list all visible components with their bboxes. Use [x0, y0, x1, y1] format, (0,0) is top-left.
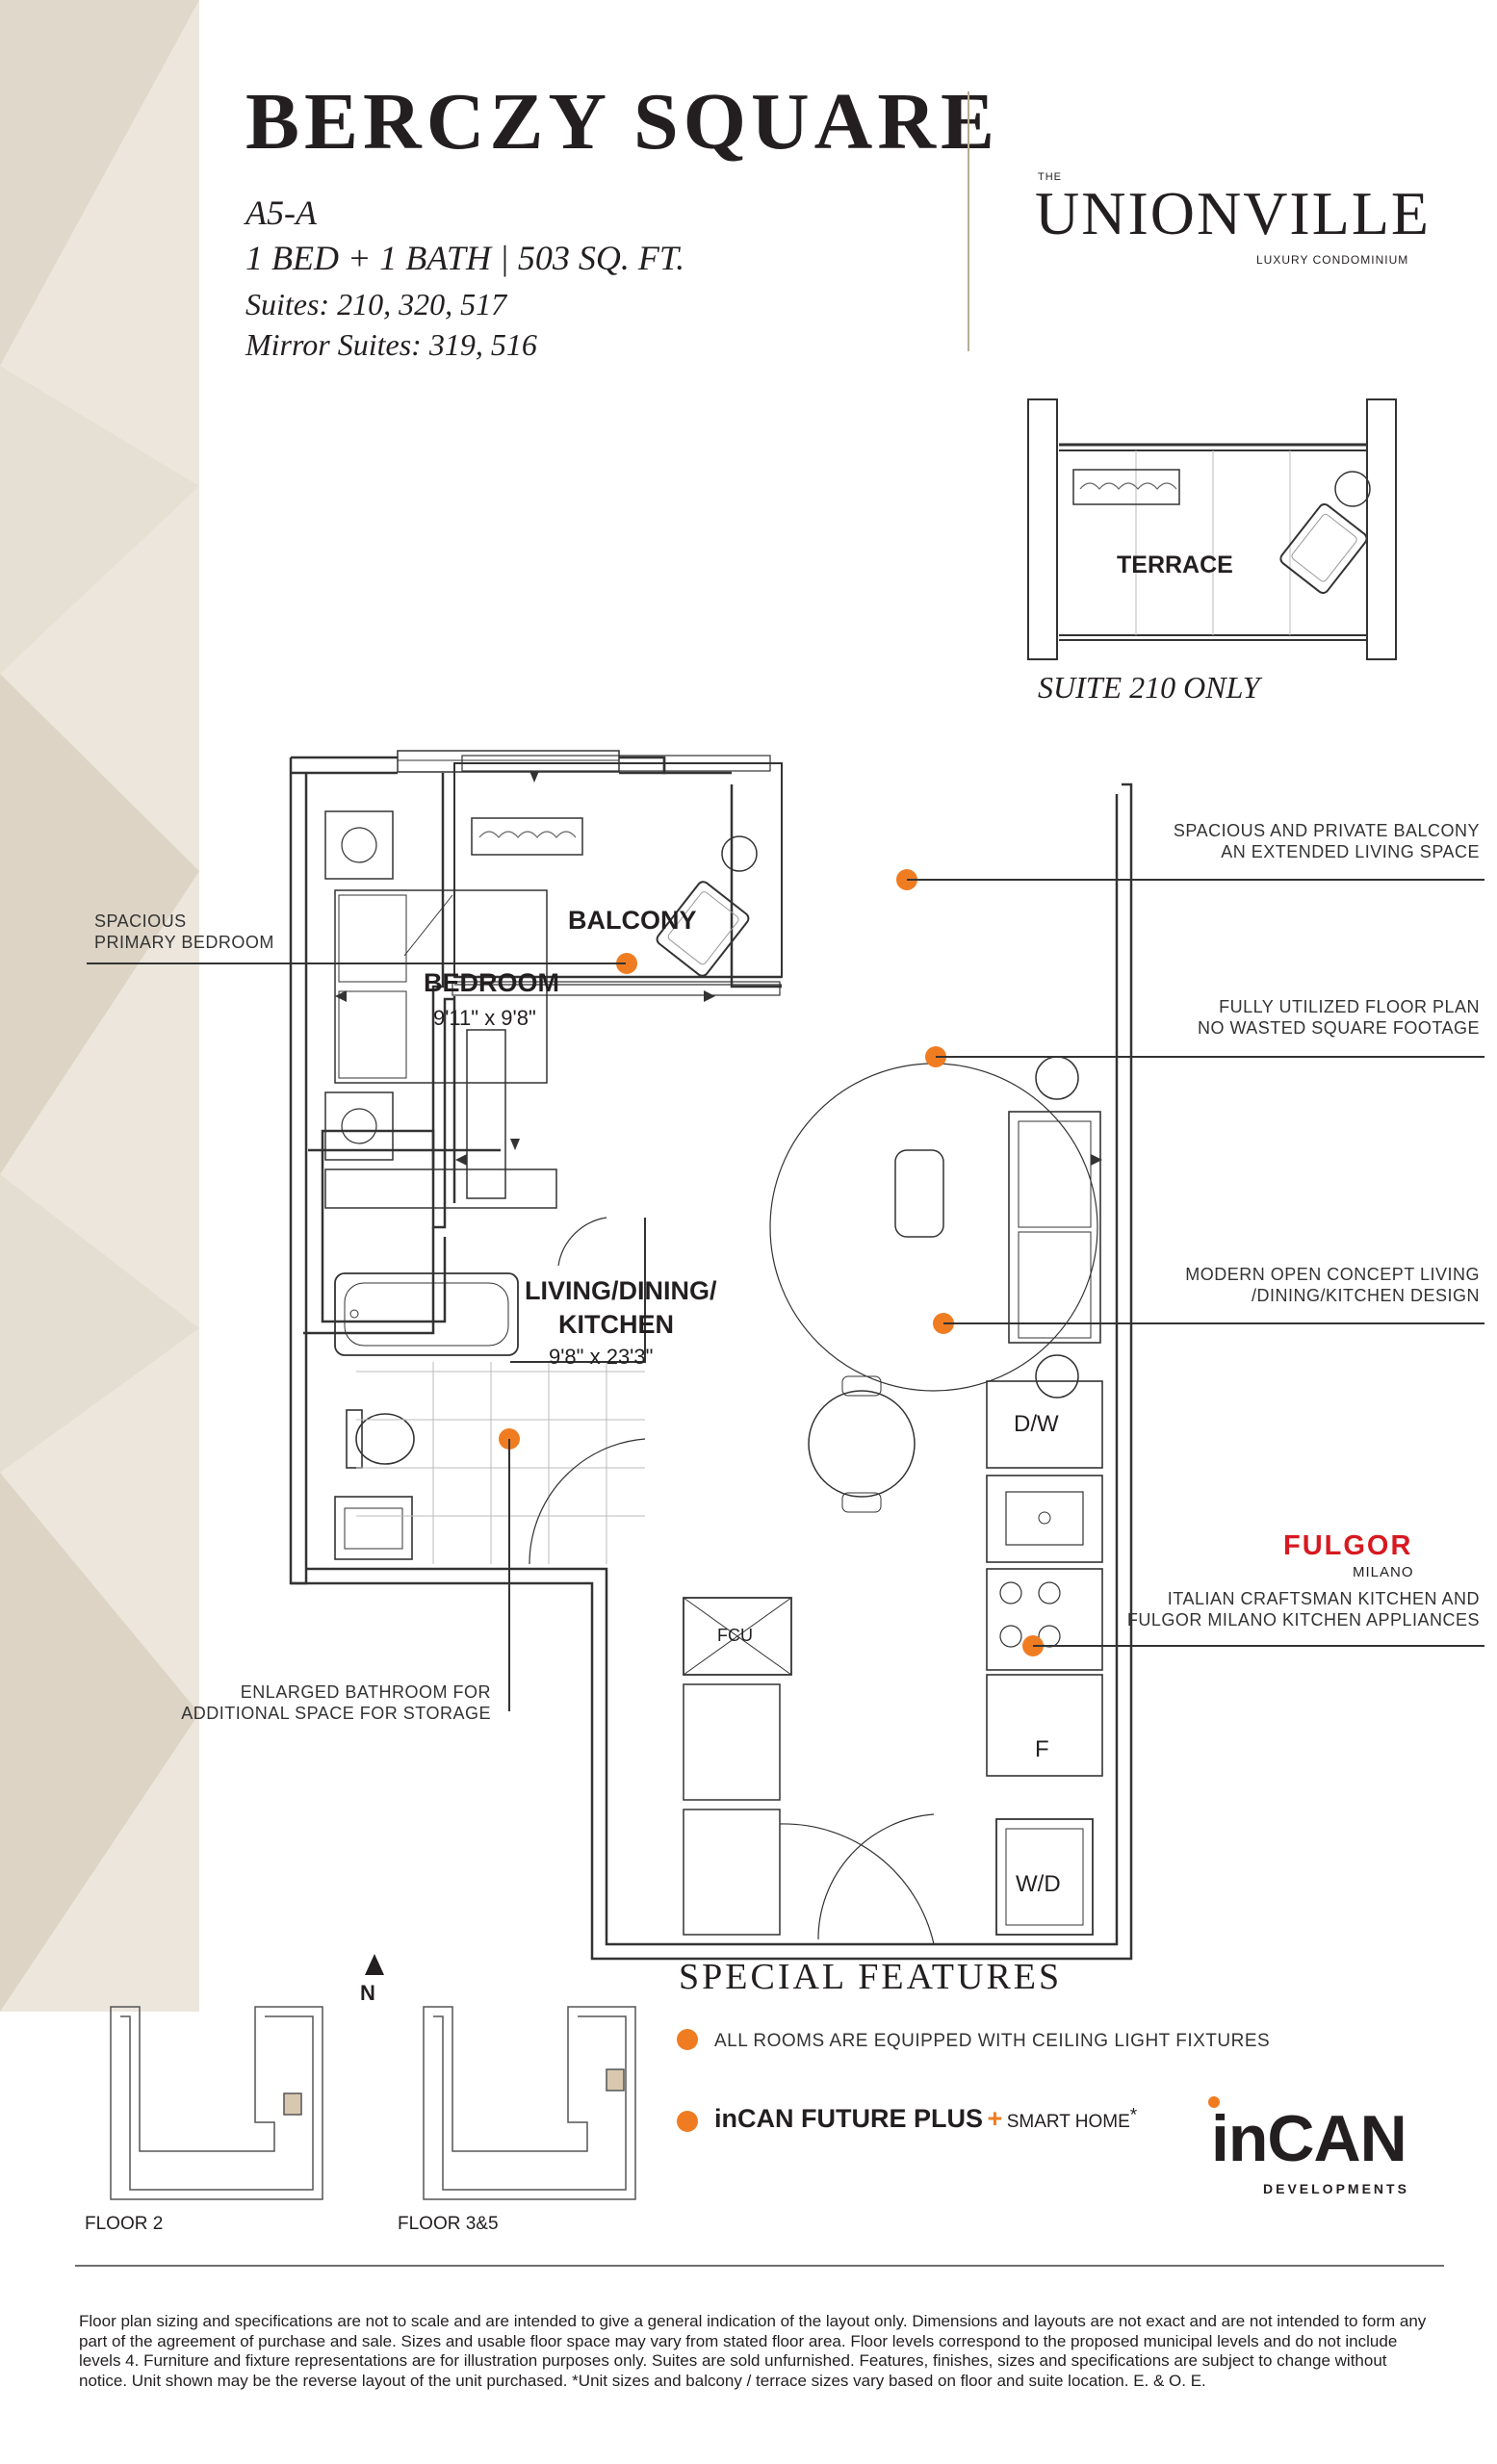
mirror-suites-list: Mirror Suites: 319, 516 [245, 327, 537, 362]
floor2-label: FLOOR 2 [85, 2214, 164, 2234]
openconcept-leader [943, 1322, 1484, 1324]
feature2-main: inCAN FUTURE PLUS [714, 2104, 983, 2133]
incan-logo-dot [1208, 2096, 1220, 2108]
suites-list: Suites: 210, 320, 517 [245, 287, 507, 321]
bedroom-feature-dot [616, 953, 637, 974]
header-divider [968, 91, 969, 351]
feature1-text: ALL ROOMS ARE EQUIPPED WITH CEILING LIGH… [714, 2031, 1271, 2051]
bedroom-leader [87, 962, 626, 964]
feature2-tail: SMART HOME [1006, 2112, 1130, 2132]
feature2-text: inCAN FUTURE PLUS + SMART HOME* [714, 2104, 1137, 2134]
decorative-side-band [0, 0, 199, 2012]
footer-divider [75, 2265, 1444, 2267]
brand-logo: UNIONVILLE [1035, 179, 1431, 247]
unit-code: A5-A [245, 193, 317, 232]
north-arrow-icon [365, 1954, 384, 1975]
bathroom-leader [508, 1439, 510, 1711]
bedroom-label: BEDROOM [424, 968, 559, 997]
incan-sub: DEVELOPMENTS [1263, 2181, 1409, 2196]
kitchen-leader [1033, 1645, 1484, 1647]
feature2-plus: + [987, 2104, 1003, 2133]
unit-summary: 1 BED + 1 BATH | 503 SQ. FT. [245, 239, 685, 277]
living-label-line1: LIVING/DINING/ [525, 1276, 717, 1305]
dishwasher-label: D/W [1014, 1411, 1059, 1437]
washer-dryer-label: W/D [1016, 1871, 1061, 1897]
living-size: 9'8" x 23'3" [549, 1345, 653, 1369]
feature2-mark: * [1129, 2105, 1138, 2126]
fulgor-logo: FULGOR [1283, 1530, 1413, 1561]
incan-logo: inCAN [1211, 2102, 1407, 2175]
balcony-leader [907, 879, 1484, 881]
balcony-label: BALCONY [568, 906, 697, 935]
north-label: N [360, 1981, 375, 2005]
callout-openconcept: MODERN OPEN CONCEPT LIVING/DINING/KITCHE… [1185, 1265, 1480, 1305]
page-title: BERCZY SQUARE [245, 77, 1000, 167]
bedroom-size: 9'11" x 9'8" [433, 1006, 536, 1030]
terrace-label: TERRACE [1117, 552, 1233, 578]
floor35-label: FLOOR 3&5 [398, 2214, 499, 2234]
fcu-label: FCU [717, 1626, 753, 1645]
floorplan-leader [936, 1056, 1484, 1058]
brand-the: THE [1038, 171, 1062, 183]
feature1-bullet [677, 2029, 698, 2050]
fulgor-sub: MILANO [1353, 1564, 1414, 1580]
disclaimer-text: Floor plan sizing and specifications are… [79, 2312, 1427, 2390]
key-plan-floors [110, 2006, 636, 2200]
living-label-line2: KITCHEN [558, 1310, 674, 1339]
brand-tagline: LUXURY CONDOMINIUM [1256, 253, 1409, 267]
feature2-bullet [677, 2111, 698, 2132]
floor-plan: BEDROOM 9'11" x 9'8" BALCONY LIVING/DINI… [289, 750, 1133, 1961]
terrace-inset-plan: TERRACE [1027, 398, 1397, 660]
fridge-label: F [1035, 1736, 1049, 1762]
terrace-caption: SUITE 210 ONLY [1038, 670, 1260, 705]
special-features-title: SPECIAL FEATURES [679, 1957, 1063, 1997]
